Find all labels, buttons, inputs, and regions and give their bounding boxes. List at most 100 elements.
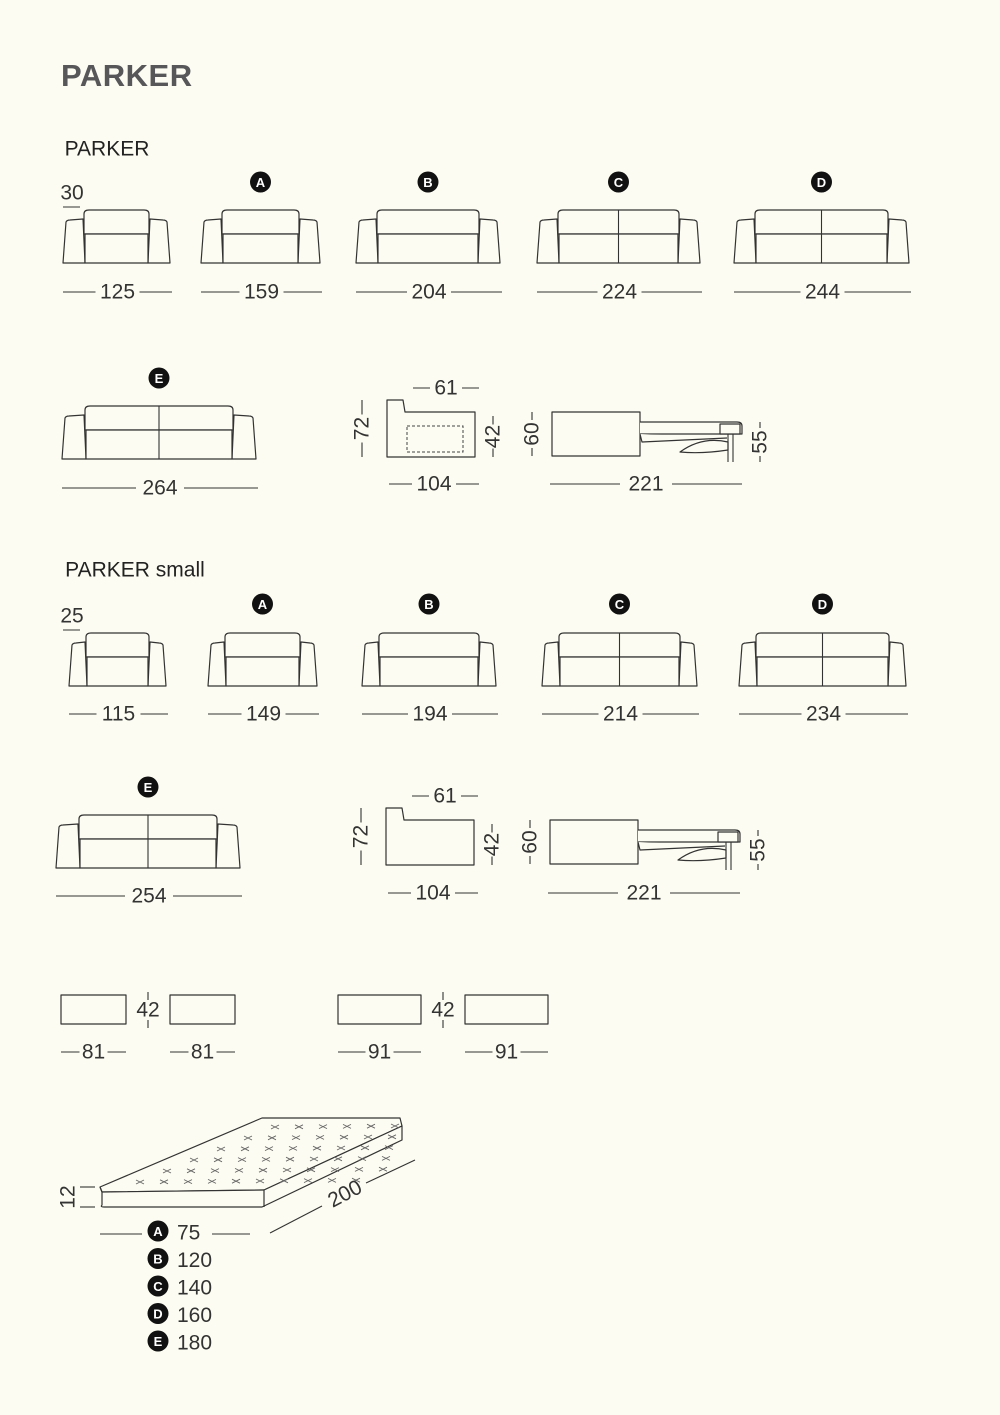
tuft-mark [237, 1157, 247, 1163]
arm-width-label: 30 [60, 182, 83, 205]
badge-circle [147, 1248, 169, 1269]
badge-letter: B [153, 1252, 162, 1267]
width-dimension: 81 [170, 1041, 235, 1064]
sofa-side-view [385, 807, 475, 866]
width-dimension: 221 [550, 473, 742, 496]
badge-circle [147, 1330, 169, 1352]
bed-support [677, 847, 727, 862]
badge-circle [148, 367, 170, 389]
tuft-mark [378, 1166, 388, 1172]
arm-width-label: 25 [60, 605, 83, 628]
mattress-width-value: 75 [177, 1222, 200, 1245]
badge-letter: E [144, 780, 153, 795]
tuft-mark [159, 1179, 169, 1185]
mattress-side-face [99, 1125, 403, 1208]
mattress-width-value: 180 [177, 1332, 212, 1355]
dimension-line [365, 1159, 416, 1184]
tuft-mark [234, 1167, 244, 1173]
badge-letter: D [818, 597, 827, 612]
tuft-mark [183, 1179, 193, 1185]
badge-letter: D [153, 1307, 162, 1322]
tuft-mark [336, 1145, 346, 1151]
tuft-mark [243, 1135, 253, 1141]
width-dimension: 81 [61, 1041, 126, 1064]
height-label: 42 [481, 833, 504, 856]
sofa-right-arm [678, 641, 698, 687]
size-badge: C [147, 1275, 169, 1297]
sofa-backrest [224, 632, 301, 658]
tuft-mark [351, 1177, 361, 1183]
sofa-right-arm [297, 218, 321, 264]
height-label: 42 [482, 425, 505, 448]
width-dimension: 214 [542, 703, 699, 726]
sofa-front-view [62, 209, 171, 264]
page-title: PARKER [61, 58, 193, 93]
tuft-mark [285, 1156, 295, 1162]
width-label: 91 [495, 1041, 518, 1064]
badge-letter: C [615, 597, 625, 612]
sofa-body [549, 819, 639, 865]
tuft-mark [390, 1123, 400, 1129]
width-label: 221 [626, 882, 661, 905]
sofa-backrest [378, 632, 480, 658]
section-parker-small: PARKER small25115A149B194C214D234E254617… [55, 559, 908, 908]
tuft-mark [303, 1178, 313, 1184]
dimension-line [269, 1205, 323, 1234]
badge-circle [608, 171, 629, 193]
height-dimension: 60 [521, 412, 544, 456]
tuft-mark [294, 1124, 304, 1130]
sofa-front-view [733, 209, 910, 264]
sofa-right-arm [147, 218, 171, 264]
height-dimension: 72 [350, 808, 373, 865]
sofa-right-arm [477, 641, 497, 687]
height-label: 42 [136, 999, 159, 1022]
badge-letter: D [817, 175, 826, 190]
mattress-top [640, 421, 743, 435]
badge-circle [250, 171, 271, 193]
section-title: PARKER [65, 138, 150, 161]
sofa-front-view [200, 209, 321, 264]
sofa-left-arm [738, 641, 758, 687]
width-dimension: 244 [734, 281, 911, 304]
width-label: 91 [368, 1041, 391, 1064]
size-badge: D [811, 171, 832, 193]
side-profile [385, 807, 475, 866]
size-badge: A [147, 1220, 169, 1242]
height-label: 60 [519, 830, 542, 853]
sofa-front-view [361, 632, 497, 687]
badge-letter: A [258, 597, 268, 612]
height-label: 55 [747, 838, 770, 861]
pouf [464, 994, 549, 1025]
bed-support [679, 439, 729, 454]
badge-letter: E [155, 371, 164, 386]
width-label: 234 [806, 703, 841, 726]
width-label: 204 [411, 281, 446, 304]
size-badge: D [147, 1303, 169, 1324]
sofa-side-view [386, 399, 476, 458]
width-dimension: 204 [356, 281, 502, 304]
tuft-mark [213, 1157, 223, 1163]
sofa-left-arm [62, 218, 86, 264]
badge-letter: C [153, 1279, 163, 1294]
tuft-mark [186, 1168, 196, 1174]
sofa-backrest [221, 209, 300, 235]
height-dimension: 42 [136, 992, 160, 1028]
height-dimension: 55 [749, 422, 772, 462]
width-dimension: 264 [62, 477, 258, 500]
sofa-left-arm [355, 218, 379, 264]
badge-letter: C [614, 175, 624, 190]
width-label: 149 [246, 703, 281, 726]
sofa-seat [222, 233, 299, 264]
sofa-left-arm [733, 218, 757, 264]
mattress-width-value: 140 [177, 1277, 212, 1300]
tuft-mark [387, 1134, 397, 1140]
height-dimension: 55 [747, 830, 770, 870]
mattress-thickness-label: 12 [57, 1185, 80, 1208]
height-label: 42 [431, 999, 454, 1022]
sofa-bed-open-view [549, 819, 741, 870]
sofa-left-arm [536, 218, 560, 264]
tuft-mark [288, 1145, 298, 1151]
sofa-seat [86, 656, 149, 687]
